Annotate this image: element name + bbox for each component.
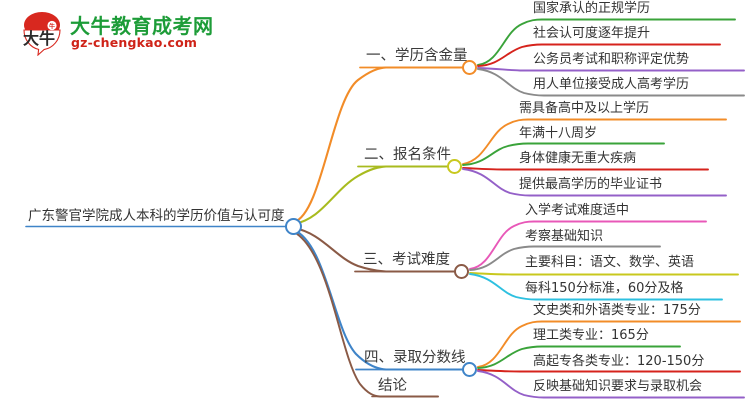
- branch-4-label[interactable]: 四、录取分数线: [364, 350, 466, 366]
- branch-4-leaf-2[interactable]: 理工类专业：165分: [533, 328, 649, 343]
- svg-text:牛: 牛: [49, 23, 55, 31]
- branch-1-leaf-2[interactable]: 社会认可度逐年提升: [533, 26, 651, 41]
- svg-text:大牛: 大牛: [23, 29, 55, 48]
- logo-title-en: gz-chengkao.com: [71, 35, 198, 50]
- branch-4-leaf-1[interactable]: 文史类和外语类专业：175分: [533, 303, 701, 318]
- branch-2-label[interactable]: 二、报名条件: [364, 147, 451, 163]
- branch-3-node[interactable]: [454, 264, 469, 279]
- branch-3-leaf-2[interactable]: 考察基础知识: [525, 229, 604, 244]
- branch-3-leaf-3[interactable]: 主要科目：语文、数学、英语: [525, 255, 695, 270]
- branch-1-node[interactable]: [462, 60, 477, 75]
- branch-1-leaf-4[interactable]: 用人单位接受成人高考学历: [533, 77, 690, 92]
- edge-root-branch-1: [292, 66, 472, 224]
- branch-2-leaf-4[interactable]: 提供最高学历的毕业证书: [519, 177, 663, 192]
- edge-b2-leaf-3: [462, 167, 709, 171]
- edge-root-branch-2: [292, 165, 457, 226]
- site-logo: 大牛 牛 大牛教育成考网 gz-chengkao.com: [18, 6, 213, 58]
- branch-2-leaf-2[interactable]: 年满十八周岁: [519, 126, 598, 141]
- mindmap-root-node[interactable]: [285, 218, 302, 235]
- mindmap-root-label[interactable]: 广东警官学院成人本科的学历价值与认可度: [28, 208, 285, 224]
- branch-1-leaf-1[interactable]: 国家承认的正规学历: [533, 1, 651, 16]
- logo-mark-icon: 大牛 牛: [23, 12, 61, 56]
- branch-1-label[interactable]: 一、学历含金量: [366, 48, 468, 64]
- branch-3-leaf-1[interactable]: 入学考试难度适中: [525, 203, 630, 218]
- logo-title-cn: 大牛教育成考网: [70, 14, 214, 38]
- branch-4-leaf-4[interactable]: 反映基础知识要求与录取机会: [533, 379, 703, 394]
- branch-4-leaf-3[interactable]: 高起专各类专业：120-150分: [533, 354, 705, 369]
- branch-1-leaf-3[interactable]: 公务员考试和职称评定优势: [533, 52, 690, 67]
- branch-3-label[interactable]: 三、考试难度: [363, 252, 450, 268]
- branch-5-label[interactable]: 结论: [378, 378, 407, 394]
- branch-4-node[interactable]: [462, 362, 477, 377]
- branch-2-leaf-1[interactable]: 需具备高中及以上学历: [519, 101, 650, 116]
- edge-b1-leaf-3: [477, 67, 745, 72]
- branch-3-leaf-4[interactable]: 每科150分标准，60分及格: [525, 281, 684, 296]
- edge-b3-leaf-3: [469, 272, 739, 276]
- edge-b4-leaf-3: [477, 369, 741, 373]
- edge-root-branch-4: [292, 228, 472, 371]
- branch-2-node[interactable]: [447, 159, 462, 174]
- branch-2-leaf-3[interactable]: 身体健康无重大疾病: [519, 151, 637, 166]
